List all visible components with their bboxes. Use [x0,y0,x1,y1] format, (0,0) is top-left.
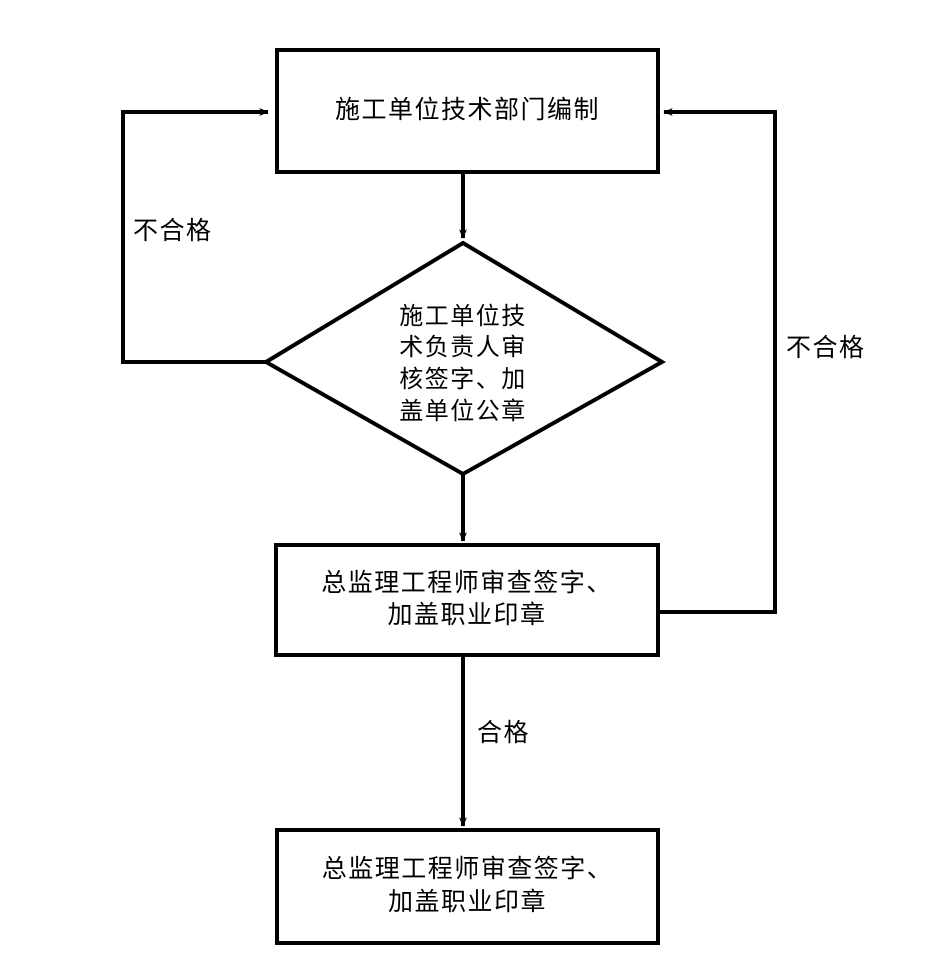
node-process-3-shape[interactable] [274,543,660,657]
node-process-4-shape[interactable] [275,828,660,945]
edge-process3-reject-loop [658,107,777,614]
node-decision-shape[interactable] [262,240,666,477]
edge-decision-reject-loop [121,108,269,364]
edge-label-process3-pass: 合格 [477,720,531,747]
node-process-1-shape[interactable] [275,48,660,174]
edge-label-process3-reject: 不合格 [786,335,866,362]
edge-label-decision-reject: 不合格 [133,218,213,245]
